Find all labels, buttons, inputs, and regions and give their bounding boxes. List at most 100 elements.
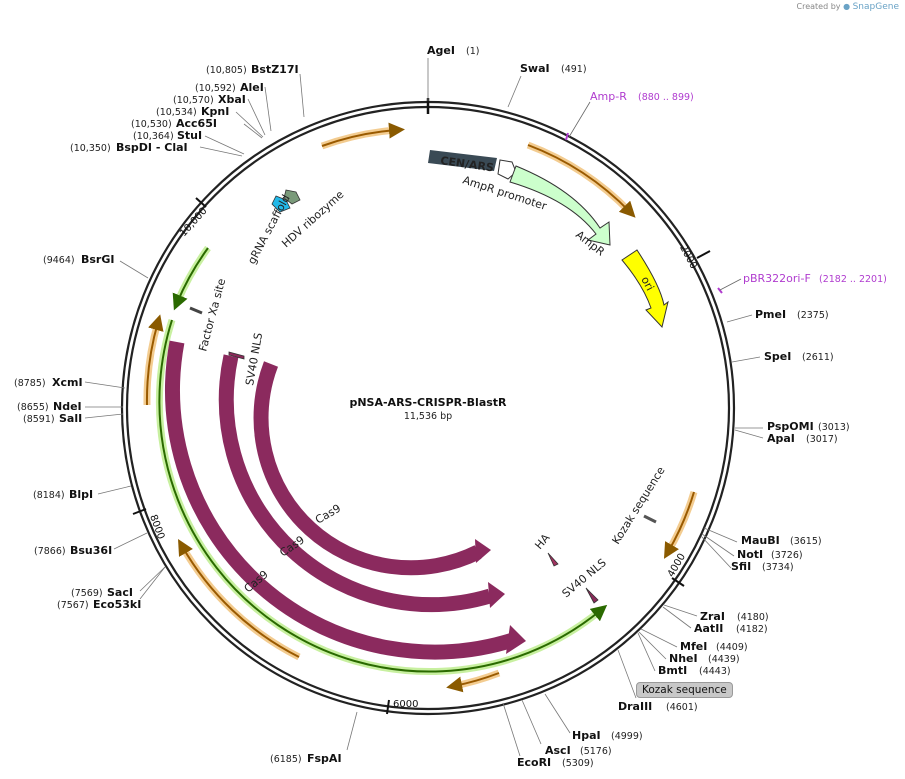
site-pos-bsrgi: (9464) (43, 255, 75, 266)
cas9-arcs: Cas9 Cas9 Cas9 (165, 340, 526, 660)
site-label-zrai: ZraI (700, 610, 725, 623)
hdv-ribozyme-arrow (283, 189, 301, 205)
cas9-arc-inner (253, 361, 482, 576)
kozak-label: Kozak sequence (610, 464, 668, 546)
site-pos-bsu36i: (7866) (34, 546, 66, 557)
cas9-arrowhead-inner (475, 539, 491, 563)
snapgene-logo-icon: ● (843, 2, 851, 11)
site-pos-ecori: (5309) (562, 758, 594, 769)
site-pos-apai: (3017) (806, 434, 838, 445)
site-pos-pspomi: (3013) (818, 422, 850, 433)
site-pos-bspdi-clai: (10,350) (70, 143, 111, 154)
site-pos-alei: (10,592) (195, 83, 236, 94)
site-label-eco53ki: Eco53kI (93, 598, 141, 611)
primer-pbr322ori-f: pBR322ori-F (2182 .. 2201) (717, 272, 887, 294)
site-pos-agei: (1) (466, 46, 479, 57)
primer-range: (880 .. 899) (638, 92, 694, 103)
site-label-swai: SwaI (520, 62, 550, 75)
site-label-pmei: PmeI (755, 308, 786, 321)
site-pos-spei: (2611) (802, 352, 834, 363)
grna-scaffold-label: gRNA scaffold (245, 193, 293, 267)
site-pos-nhei: (4439) (708, 654, 740, 665)
site-label-bspdi-clai: BspDI - ClaI (116, 141, 188, 154)
primer-name: Amp-R (590, 90, 627, 103)
site-pos-ndei: (8655) (17, 402, 49, 413)
site-pos-zrai: (4180) (737, 612, 769, 623)
orf-arc (527, 144, 636, 218)
tick-label-2000: 2000 (677, 243, 699, 271)
site-label-pspomi: PspOMI (767, 420, 814, 433)
site-label-saci: SacI (107, 586, 133, 599)
site-labels: AgeI (1) SwaI (491) PmeI (2375) SpeI (26… (14, 44, 850, 769)
site-pos-saci: (7569) (71, 588, 103, 599)
feature-sv40-nls-right: SV40 NLS (560, 556, 609, 604)
site-pos-xbai: (10,570) (173, 95, 214, 106)
site-label-ecori: EcoRI (517, 756, 551, 769)
site-label-apai: ApaI (767, 432, 795, 445)
site-label-bsrgi: BsrGI (81, 253, 114, 266)
cas9-arrowhead-mid (488, 582, 505, 608)
site-pos-bmti: (4443) (699, 666, 731, 677)
brand-name: SnapGene (852, 2, 899, 12)
site-pos-maubi: (3615) (790, 536, 822, 547)
site-label-maubi: MauBI (741, 534, 780, 547)
grna-scaffold-arrow (271, 195, 291, 213)
site-label-sali: SalI (59, 412, 82, 425)
cas9-label: Cas9 (313, 502, 343, 527)
site-pos-draiii: (4601) (666, 702, 698, 713)
orf-arc (320, 126, 398, 150)
site-pos-xcmi: (8785) (14, 378, 46, 389)
ha-label: HA (532, 531, 552, 552)
plasmid-name: pNSA-ARS-CRISPR-BlastR (349, 396, 507, 409)
feature-factor-xa: Factor Xa site (189, 277, 228, 353)
feature-ha: HA (532, 531, 559, 567)
site-label-blpi: BlpI (69, 488, 93, 501)
site-label-noti: NotI (737, 548, 763, 561)
kozak-tooltip: Kozak sequence (636, 682, 733, 698)
site-label-xcmi: XcmI (52, 376, 83, 389)
site-pos-noti: (3726) (771, 550, 803, 561)
site-label-asci: AscI (545, 744, 571, 757)
feature-grna-hdv: gRNA scaffold HDV ribozyme (245, 188, 346, 267)
site-label-bmti: BmtI (658, 664, 687, 677)
site-pos-aatii: (4182) (736, 624, 768, 635)
site-pos-bstz17i: (10,805) (206, 65, 247, 76)
orf-arc (663, 491, 695, 559)
site-label-ndei: NdeI (53, 400, 82, 413)
site-leaders (84, 58, 764, 757)
plasmid-length: 11,536 bp (404, 411, 452, 422)
orf-arcs (143, 122, 698, 693)
site-pos-pmei: (2375) (797, 310, 829, 321)
site-label-fspai: FspAI (307, 752, 342, 765)
green-arc (158, 319, 608, 673)
site-pos-swai: (491) (561, 64, 587, 75)
site-pos-kpni: (10,534) (156, 107, 197, 118)
primer-name: pBR322ori-F (743, 272, 811, 285)
site-pos-mfei: (4409) (716, 642, 748, 653)
sv40-nls-label: SV40 NLS (560, 556, 609, 600)
cas9-arrowhead-outer (506, 625, 526, 654)
orf-arc (145, 314, 164, 406)
site-label-bstz17i: BstZ17I (251, 63, 299, 76)
site-label-acc65i: Acc65I (176, 117, 217, 130)
site-label-aatii: AatII (694, 622, 723, 635)
site-pos-sfii: (3734) (762, 562, 794, 573)
site-label-bsu36i: Bsu36I (70, 544, 112, 557)
site-label-mfei: MfeI (680, 640, 707, 653)
credit-text: Created by (796, 2, 841, 11)
site-label-alei: AleI (240, 81, 264, 94)
site-label-stui: StuI (177, 129, 202, 142)
site-label-agei: AgeI (427, 44, 455, 57)
orf-arc (446, 672, 500, 693)
site-pos-fspai: (6185) (270, 754, 302, 765)
site-pos-sali: (8591) (23, 414, 55, 425)
site-label-sfii: SfiI (731, 560, 751, 573)
site-label-kpni: KpnI (201, 105, 229, 118)
primer-range: (2182 .. 2201) (819, 274, 887, 285)
cas9-arc-mid (218, 354, 493, 613)
snapgene-credit: Created by ● SnapGene (797, 2, 900, 12)
site-pos-hpai: (4999) (611, 731, 643, 742)
primer-amp-r: Amp-R (880 .. 899) (565, 90, 694, 141)
feature-cen-ars: CEN/ARS (428, 150, 497, 174)
